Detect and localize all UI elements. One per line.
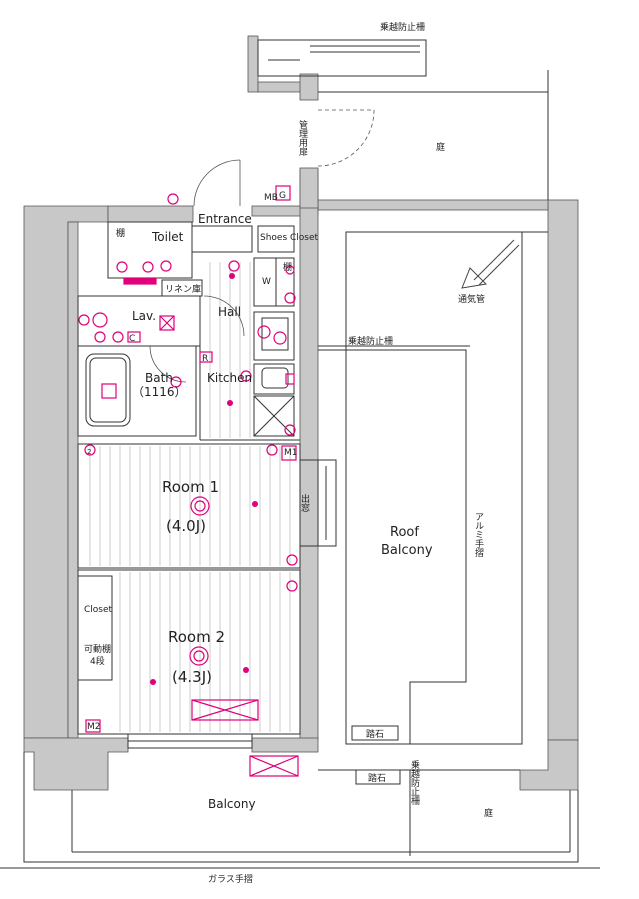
room1-label: Room 1 <box>162 478 219 496</box>
stepping-stone-2: 踏石 <box>368 772 386 784</box>
num-label: 2 <box>87 448 91 456</box>
w-mark: W <box>262 277 271 287</box>
c-mark: C <box>129 334 135 344</box>
bath-label: Bath <box>145 371 173 385</box>
shelf-adj-label-1: 可動棚 <box>84 643 111 655</box>
balcony-label: Balcony <box>208 797 256 811</box>
shelf-side-label: 棚 <box>281 261 292 272</box>
fall-fence-bottom-label: 乗越防止柵 <box>409 759 420 805</box>
closet-label: Closet <box>84 605 113 615</box>
garden-bottom-label: 庭 <box>484 807 493 819</box>
window-label: 出窓 <box>299 493 310 512</box>
garden-top-label: 庭 <box>436 141 445 153</box>
lav-label: Lav. <box>132 309 156 323</box>
fall-fence-mid-label: 乗越防止柵 <box>348 335 393 347</box>
m1-label: M1 <box>284 448 298 458</box>
fixtures <box>78 185 299 777</box>
g-mark: G <box>279 191 286 201</box>
door-swings <box>149 109 375 383</box>
fixture-dots <box>150 273 258 685</box>
entrance-label: Entrance <box>198 212 252 226</box>
glass-rail-label: ガラス手摺 <box>208 873 253 885</box>
r-mark: R <box>202 354 208 364</box>
room2-label: Room 2 <box>168 628 225 646</box>
ventilation-label: 通気管 <box>458 293 485 305</box>
walls <box>23 35 579 791</box>
roof-balcony-label-2: Balcony <box>381 543 433 558</box>
roof-balcony-label-1: Roof <box>390 525 419 540</box>
hall-label: Hall <box>218 305 241 319</box>
linen-label: リネン庫 <box>165 283 201 295</box>
room1-size-label: (4.0J) <box>166 517 206 535</box>
toilet-label: Toilet <box>151 230 184 244</box>
fall-fence-top-label: 乗越防止柵 <box>380 21 425 33</box>
management-door-label: 管理用扉 <box>297 119 308 157</box>
m2-label: M2 <box>87 722 101 732</box>
toilet-shelf-label: 棚 <box>116 227 125 239</box>
outlines <box>0 39 600 869</box>
ventilation-arrow-icon <box>461 239 520 289</box>
bath-size-label: （1116） <box>132 385 187 399</box>
kitchen-label: Kitchen <box>207 371 252 385</box>
shelf-adj-label-2: 4段 <box>90 655 105 667</box>
room2-size-label: (4.3J) <box>172 668 212 686</box>
mb-label: MB <box>264 193 278 203</box>
stepping-stone-1: 踏石 <box>366 728 384 740</box>
alu-rail-label: アルミ手摺 <box>473 512 484 558</box>
shoes-closet-label: Shoes Closet <box>260 233 319 243</box>
